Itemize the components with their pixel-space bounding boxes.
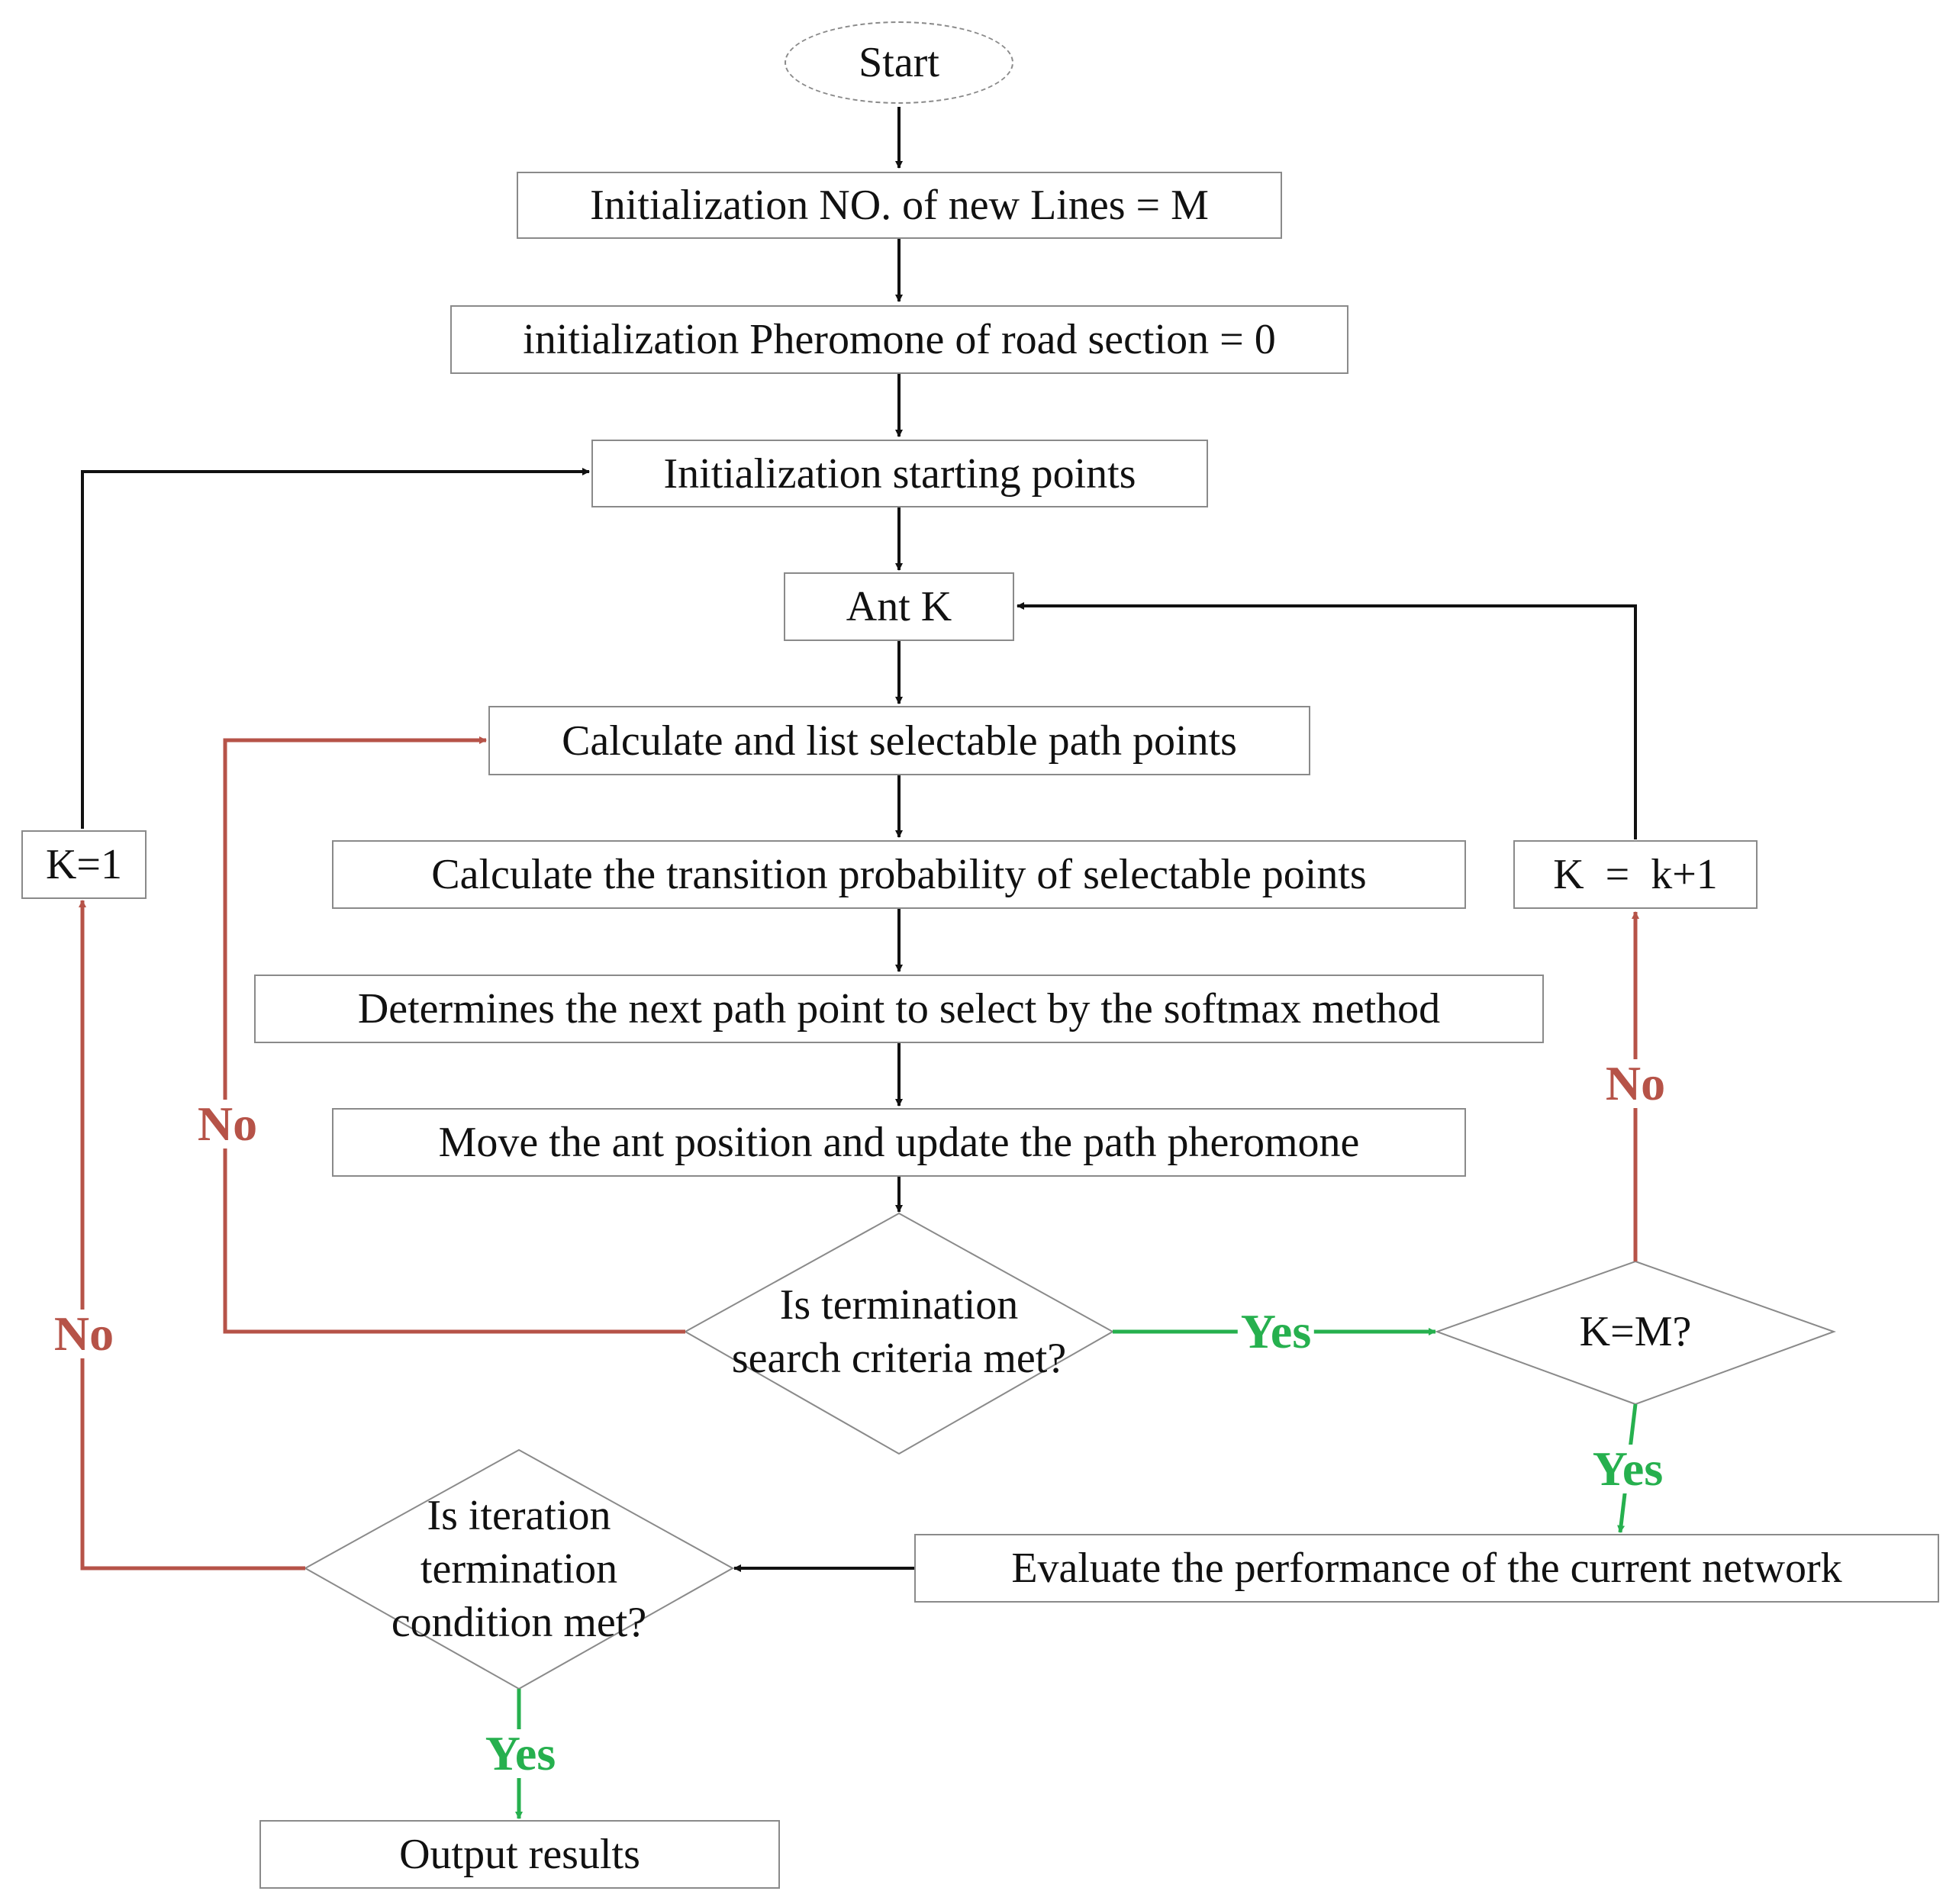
iteration-line-3: condition met?	[391, 1599, 647, 1646]
k-equals-m-text: K=M?	[1580, 1305, 1692, 1358]
start-label: Start	[859, 39, 939, 86]
ant-k-box: Ant K	[784, 572, 1014, 641]
iteration-line-2: termination	[420, 1545, 618, 1593]
move-update-label: Move the ant position and update the pat…	[438, 1119, 1360, 1166]
iteration-line-1: Is iteration	[427, 1492, 611, 1539]
evaluate-box: Evaluate the performance of the current …	[914, 1534, 1939, 1603]
arrow-k-one-to-init-points	[81, 468, 590, 829]
init-pheromone-box: initialization Pheromone of road section…	[450, 305, 1348, 374]
init-pheromone-label: initialization Pheromone of road section…	[523, 316, 1276, 363]
no-label-km: No	[1602, 1059, 1669, 1108]
evaluate-label: Evaluate the performance of the current …	[1011, 1545, 1842, 1592]
output-box: Output results	[259, 1820, 780, 1889]
start-terminal: Start	[785, 21, 1013, 104]
init-points-label: Initialization starting points	[663, 449, 1136, 498]
softmax-label: Determines the next path point to select…	[357, 985, 1441, 1033]
init-lines-box: Initialization NO. of new Lines = M	[517, 172, 1282, 239]
calc-prob-label: Calculate the transition probability of …	[431, 851, 1367, 898]
move-update-box: Move the ant position and update the pat…	[332, 1108, 1466, 1177]
calc-list-box: Calculate and list selectable path point…	[488, 706, 1310, 775]
search-criteria-line-2: search criteria met?	[731, 1335, 1067, 1382]
yes-label-iter: Yes	[482, 1729, 559, 1778]
k-equals-m-label: K=M?	[1579, 1308, 1692, 1355]
arrow-k-inc-to-ant	[1017, 602, 1637, 839]
yes-label-search: Yes	[1237, 1307, 1315, 1356]
softmax-box: Determines the next path point to select…	[254, 975, 1544, 1043]
k-inc-box: K = k+1	[1513, 840, 1758, 909]
arrow-no-search-to-calc-list	[223, 736, 685, 1334]
init-lines-label: Initialization NO. of new Lines = M	[590, 182, 1209, 229]
k-inc-label: K = k+1	[1553, 851, 1718, 898]
output-label: Output results	[399, 1831, 640, 1878]
init-points-box: Initialization starting points	[591, 440, 1208, 507]
iteration-text: Is iteration termination condition met?	[391, 1489, 646, 1649]
arrow-no-iter-to-k-one	[79, 900, 305, 1571]
no-label-iter: No	[50, 1310, 118, 1358]
calc-list-label: Calculate and list selectable path point…	[562, 717, 1237, 765]
calc-prob-box: Calculate the transition probability of …	[332, 840, 1466, 909]
k-one-label: K=1	[45, 841, 123, 888]
search-criteria-diamond	[683, 1212, 1115, 1455]
search-criteria-text: Is termination search criteria met?	[732, 1278, 1066, 1385]
search-criteria-line-1: Is termination	[779, 1281, 1019, 1329]
yes-label-km: Yes	[1589, 1445, 1667, 1493]
k-one-box: K=1	[21, 830, 147, 899]
ant-k-label: Ant K	[846, 583, 952, 630]
no-label-search: No	[194, 1100, 261, 1149]
